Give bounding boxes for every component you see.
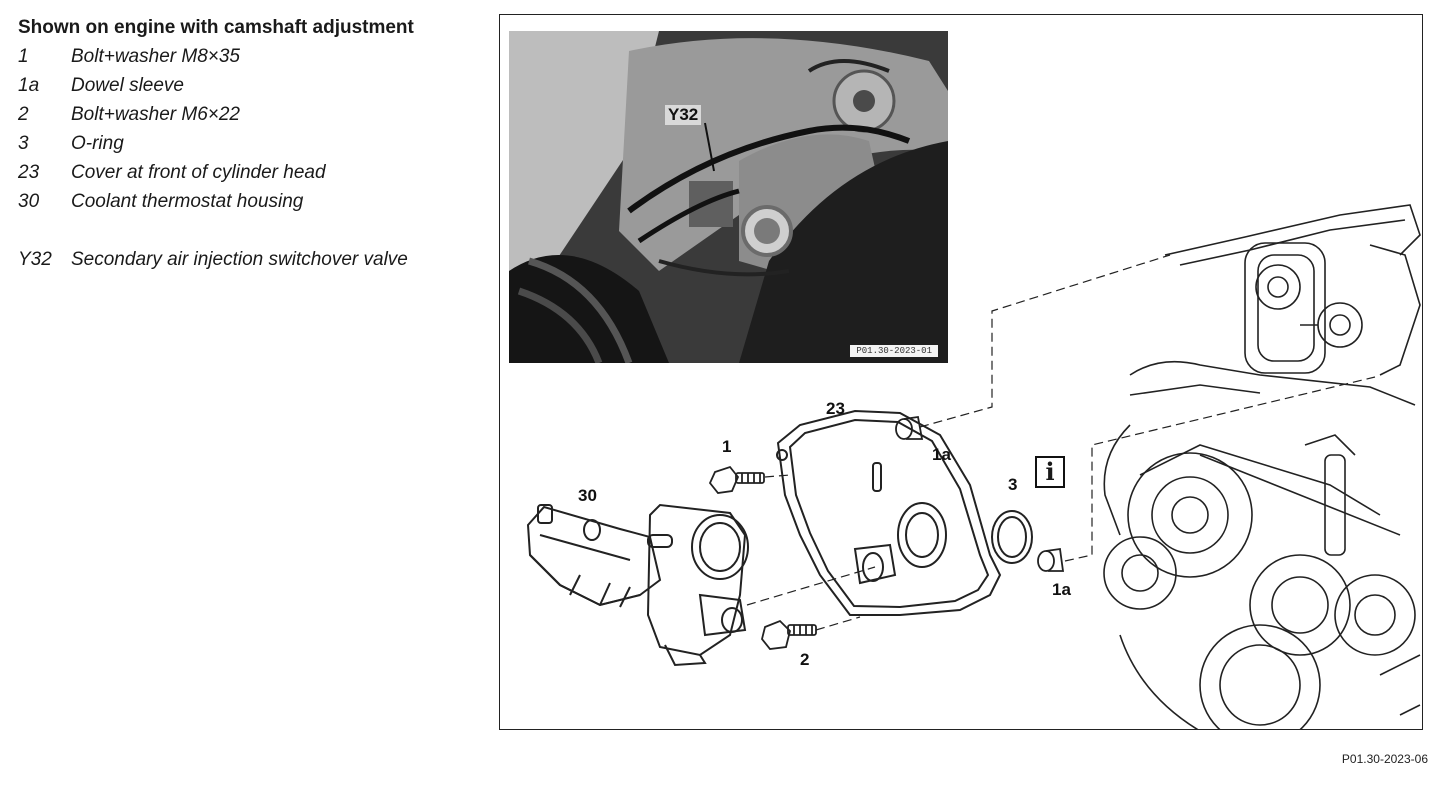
legend-code: 1a (18, 75, 40, 96)
legend-text: Dowel sleeve (71, 75, 184, 96)
legend-text: O-ring (71, 133, 124, 154)
legend-text: Coolant thermostat housing (71, 191, 304, 212)
dowel-sleeve-bottom-drawing (1037, 547, 1065, 572)
legend-code: 1 (18, 46, 29, 67)
engine-photo: Y32 P01.30-2023-01 (509, 31, 948, 363)
legend-item: 2 Bolt+washer M6×22 (18, 100, 458, 129)
legend-code: Y32 (18, 249, 52, 270)
callout-3: 3 (1008, 475, 1018, 494)
exploded-line-drawing (526, 204, 1421, 729)
thermostat-housing-drawing (526, 503, 749, 667)
cylinder-head-cover-drawing (776, 409, 1002, 616)
legend-item: 3 O-ring (18, 129, 458, 158)
callout-1a-top: 1a (932, 445, 951, 464)
engine-block-drawing (1103, 204, 1421, 729)
photo-label-y32: Y32 (665, 105, 702, 125)
o-ring-drawing (991, 510, 1033, 564)
dowel-sleeve-top-drawing (895, 415, 924, 440)
legend-code: 23 (18, 162, 40, 183)
figure-id: P01.30-2023-06 (1341, 752, 1428, 766)
legend-item: 23 Cover at front of cylinder head (18, 158, 458, 187)
parts-legend: Shown on engine with camshaft adjustment… (18, 16, 458, 274)
callout-1: 1 (722, 437, 732, 456)
info-icon[interactable]: i (1035, 456, 1065, 488)
legend-code: 3 (18, 133, 29, 154)
leader-lines (746, 254, 1376, 631)
legend-item: 1a Dowel sleeve (18, 71, 458, 100)
legend-list: 1 Bolt+washer M8×35 1a Dowel sleeve 2 Bo… (18, 42, 458, 274)
legend-text: Secondary air injection switchover valve (71, 249, 408, 270)
bolt-1-drawing (708, 465, 765, 494)
legend-code: 2 (18, 104, 29, 125)
legend-title: Shown on engine with camshaft adjustment (18, 17, 414, 38)
callout-2: 2 (800, 650, 810, 669)
callout-30: 30 (578, 486, 597, 505)
callout-23: 23 (826, 399, 845, 418)
photo-reference: P01.30-2023-01 (850, 345, 938, 357)
bolt-2-drawing (761, 619, 817, 650)
exploded-view-figure: Y32 P01.30-2023-01 (499, 14, 1423, 730)
legend-item: 30 Coolant thermostat housing (18, 187, 458, 216)
legend-item: 1 Bolt+washer M8×35 (18, 42, 458, 71)
legend-text: Cover at front of cylinder head (71, 162, 326, 183)
legend-text: Bolt+washer M8×35 (71, 46, 240, 67)
legend-code: 30 (18, 191, 40, 212)
legend-text: Bolt+washer M6×22 (71, 104, 240, 125)
engine-photo-image (509, 31, 948, 363)
callout-1a-bottom: 1a (1052, 580, 1071, 599)
legend-item: Y32 Secondary air injection switchover v… (18, 245, 458, 274)
